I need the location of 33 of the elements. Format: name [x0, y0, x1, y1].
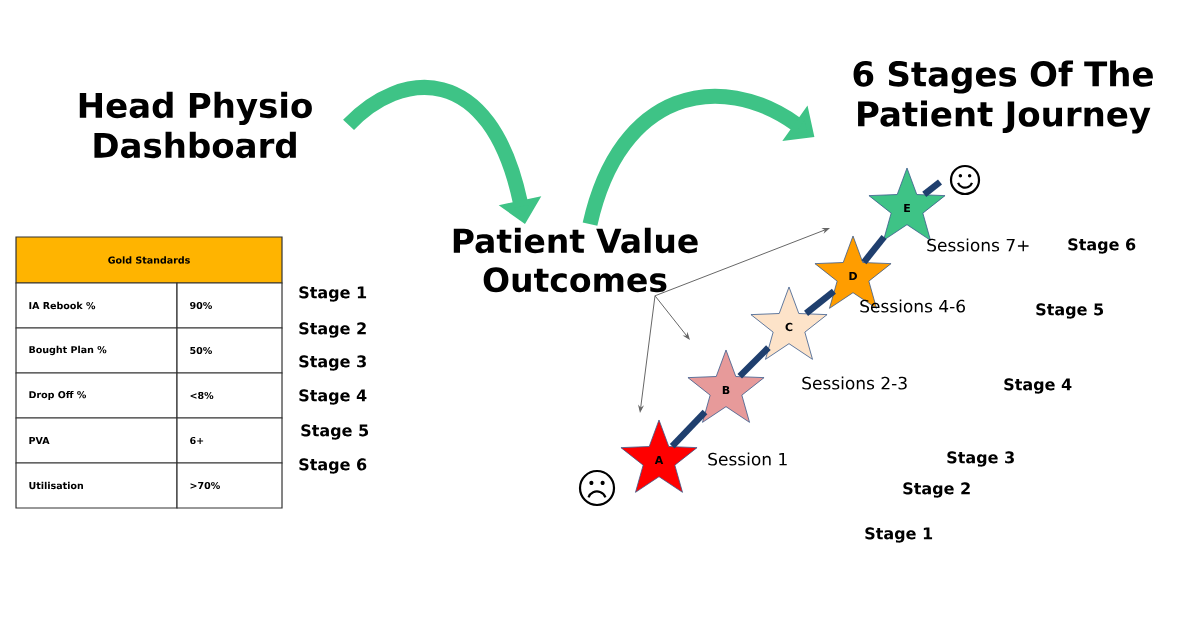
heading-text: 6 Stages Of The Patient Journey: [853, 60, 1153, 134]
table-cell: Gold Standards: [15, 236, 283, 284]
stage-label: Stage 6: [1068, 238, 1136, 254]
arrow: [654, 295, 690, 340]
table-cell: >70%: [176, 462, 283, 509]
table-cell: Utilisation: [15, 462, 178, 509]
arrow: [638, 295, 656, 413]
arrow: [654, 228, 830, 297]
stage-label: Stage 4: [299, 389, 367, 405]
stage-label: Stage 2: [299, 322, 366, 338]
table-cell: IA Rebook %: [15, 282, 178, 329]
stage-label: Stage 3: [947, 451, 1014, 467]
heading-text: Head Physio Dashboard: [79, 91, 312, 159]
stage-label: Stage 1: [299, 286, 367, 302]
table-cell: Bought Plan %: [15, 327, 178, 374]
table-cell: <8%: [176, 372, 283, 419]
stage-label: Stage 3: [299, 355, 366, 371]
table-cell: 50%: [176, 327, 283, 374]
table-cell: Drop Off %: [15, 372, 178, 419]
session-label: Session 1: [708, 452, 787, 466]
table-cell: PVA: [15, 417, 178, 464]
stage-label: Stage 2: [903, 482, 970, 498]
stage-label: Stage 5: [301, 424, 369, 440]
session-label: Sessions 7+: [927, 238, 1029, 252]
stage-label: Stage 4: [1004, 378, 1072, 394]
stage-label: Stage 6: [299, 458, 367, 474]
stage-label: Stage 1: [865, 527, 933, 543]
session-label: Sessions 4-6: [860, 299, 965, 313]
heading-text: Patient Value Outcomes: [453, 227, 698, 293]
stage-label: Stage 5: [1036, 303, 1104, 319]
session-label: Sessions 2-3: [802, 376, 907, 390]
table-cell: 90%: [176, 282, 283, 329]
table-cell: 6+: [176, 417, 283, 464]
